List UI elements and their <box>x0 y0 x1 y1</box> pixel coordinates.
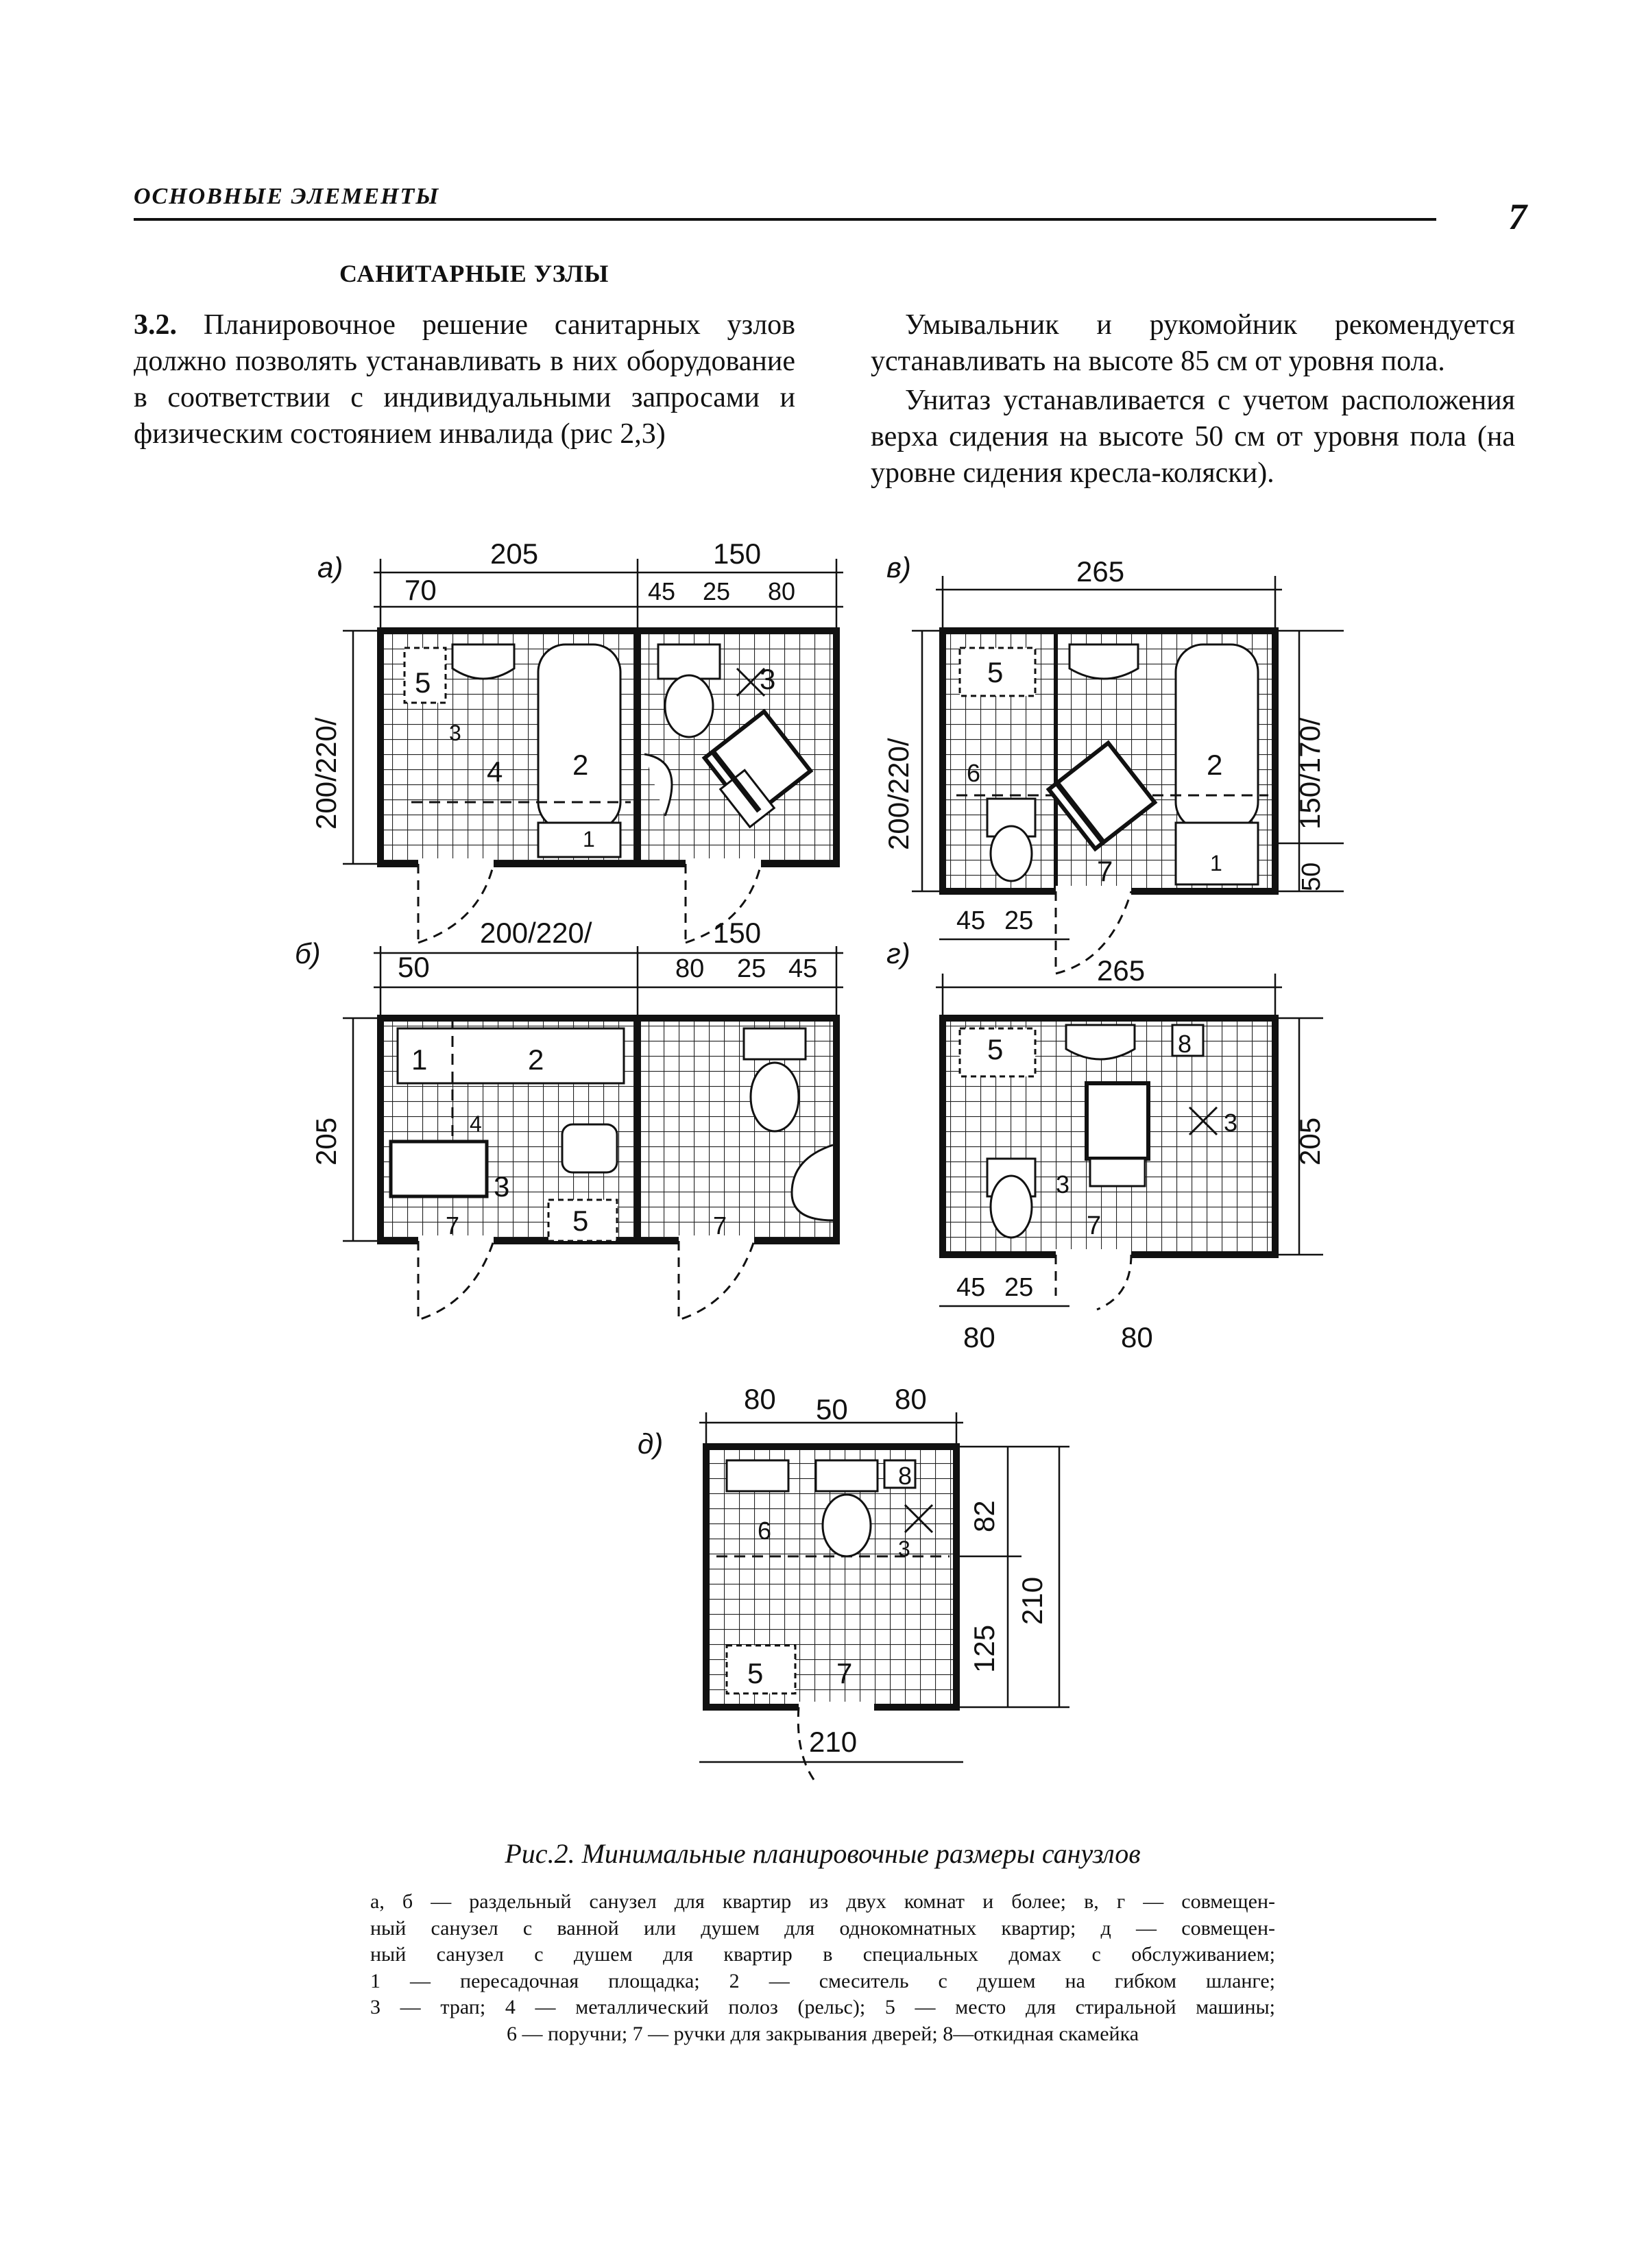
paragraph-3-2: 3.2. Планировочное решение санитарных уз… <box>134 307 795 453</box>
panel-v-dimension-lines <box>912 576 1344 941</box>
svg-text:45: 45 <box>956 906 985 935</box>
svg-text:2: 2 <box>572 749 588 781</box>
svg-text:45: 45 <box>648 577 675 605</box>
svg-text:80: 80 <box>1121 1321 1153 1353</box>
svg-text:80: 80 <box>963 1321 995 1353</box>
svg-text:25: 25 <box>1004 906 1033 935</box>
panel-d-labels: д) 80 50 80 82 210 125 210 8 6 3 5 7 <box>638 1383 1048 1758</box>
svg-text:2: 2 <box>1207 749 1222 781</box>
header-rule <box>134 218 1436 221</box>
svg-text:д): д) <box>638 1427 663 1460</box>
svg-text:80: 80 <box>895 1383 927 1415</box>
svg-text:3: 3 <box>449 721 461 745</box>
svg-text:5: 5 <box>987 656 1003 688</box>
svg-text:45: 45 <box>788 954 817 983</box>
panel-g-labels: г) 265 205 45 25 80 80 5 8 3 3 7 <box>886 937 1326 1353</box>
svg-text:1: 1 <box>1210 851 1222 876</box>
svg-text:5: 5 <box>572 1205 588 1237</box>
svg-text:8: 8 <box>898 1462 912 1490</box>
svg-text:150: 150 <box>713 538 761 570</box>
svg-text:50: 50 <box>398 951 430 983</box>
svg-text:82: 82 <box>968 1500 1000 1532</box>
svg-text:50: 50 <box>1297 862 1326 891</box>
svg-text:25: 25 <box>737 954 766 983</box>
svg-text:45: 45 <box>956 1273 985 1302</box>
svg-text:3: 3 <box>1224 1109 1237 1137</box>
svg-text:210: 210 <box>1016 1577 1048 1625</box>
svg-text:8: 8 <box>1178 1030 1192 1058</box>
svg-text:265: 265 <box>1076 555 1124 588</box>
svg-text:6: 6 <box>758 1517 771 1545</box>
svg-text:70: 70 <box>404 574 437 606</box>
legend-line: ный санузел с ванной или душем для однок… <box>370 1916 1275 1940</box>
panel-d-plan <box>703 1443 960 1783</box>
svg-text:7: 7 <box>1087 1211 1101 1240</box>
figure-caption: Рис.2. Минимальные планировочные размеры… <box>505 1838 1141 1869</box>
svg-text:3: 3 <box>760 663 775 695</box>
svg-text:7: 7 <box>836 1657 852 1689</box>
svg-text:50: 50 <box>816 1393 848 1425</box>
panel-g-plan <box>939 1015 1279 1311</box>
panel-b-plan <box>377 1015 840 1322</box>
svg-text:265: 265 <box>1097 954 1145 987</box>
panel-b-dimension-lines <box>343 946 843 1242</box>
svg-text:205: 205 <box>310 1118 342 1166</box>
svg-text:200/220/: 200/220/ <box>480 917 592 949</box>
svg-text:25: 25 <box>1004 1273 1033 1302</box>
panel-a-dimension-lines <box>343 559 843 865</box>
svg-text:1: 1 <box>411 1043 427 1076</box>
running-title: ОСНОВНЫЕ ЭЛЕМЕНТЫ <box>134 184 440 209</box>
legend-line: 1 — пересадочная площадка; 2 — смеситель… <box>370 1969 1275 1992</box>
svg-text:80: 80 <box>768 577 795 605</box>
paragraph-text: Планировочное решение санитарных узлов д… <box>134 309 795 450</box>
svg-text:3: 3 <box>1056 1170 1069 1198</box>
svg-text:7: 7 <box>713 1211 727 1240</box>
legend-line: а, б — раздельный санузел для квартир из… <box>370 1890 1275 1913</box>
panel-b-labels: б) 200/220/ 150 50 80 25 45 205 1 2 4 3 … <box>295 917 817 1240</box>
svg-text:7: 7 <box>446 1211 459 1240</box>
page-number: 7 <box>1508 196 1527 237</box>
svg-text:150: 150 <box>713 917 761 949</box>
svg-text:5: 5 <box>415 666 431 699</box>
svg-text:205: 205 <box>490 538 538 570</box>
panel-a-labels: а) 205 150 70 45 25 80 200/220/ 5 3 4 2 … <box>310 538 795 852</box>
legend-line: 3 — трап; 4 — металлический полоз (рельс… <box>370 1996 1275 2018</box>
svg-text:3: 3 <box>494 1170 509 1203</box>
svg-text:4: 4 <box>487 756 503 788</box>
panel-v-plan <box>939 627 1279 975</box>
svg-text:125: 125 <box>968 1625 1000 1673</box>
washbasin-paragraph: Умывальник и рукомойник рекомендуется ус… <box>871 309 1515 377</box>
panel-a-plan <box>377 627 840 944</box>
svg-text:200/220/: 200/220/ <box>310 717 342 830</box>
svg-text:80: 80 <box>744 1383 776 1415</box>
paragraph-number: 3.2. <box>134 309 177 341</box>
svg-text:80: 80 <box>675 954 704 983</box>
legend-line: 6 — поручни; 7 — ручки для закрывания дв… <box>506 2022 1139 2045</box>
right-column: Умывальник и рукомойник рекомендуется ус… <box>871 307 1515 492</box>
svg-text:2: 2 <box>528 1043 544 1076</box>
svg-text:а): а) <box>317 551 343 583</box>
section-title: САНИТАРНЫЕ УЗЛЫ <box>339 260 609 287</box>
toilet-paragraph: Унитаз устанавливается с учетом располож… <box>871 385 1515 489</box>
svg-text:5: 5 <box>747 1657 763 1689</box>
svg-text:г): г) <box>886 937 910 969</box>
svg-text:210: 210 <box>809 1726 857 1758</box>
svg-text:1: 1 <box>583 827 595 852</box>
figure-legend: а, б — раздельный санузел для квартир из… <box>370 1889 1275 2047</box>
panel-g-dimension-lines <box>936 974 1323 1307</box>
svg-text:4: 4 <box>470 1111 482 1136</box>
svg-text:25: 25 <box>703 577 730 605</box>
svg-text:200/220/: 200/220/ <box>882 738 915 850</box>
left-column: 3.2. Планировочное решение санитарных уз… <box>134 307 795 453</box>
svg-text:3: 3 <box>898 1536 910 1561</box>
svg-text:в): в) <box>886 551 911 583</box>
svg-text:б): б) <box>295 937 321 969</box>
svg-text:6: 6 <box>967 759 980 787</box>
panel-d-dimension-lines <box>699 1412 1069 1763</box>
legend-line: ный санузел с душем для квартир в специа… <box>370 1943 1275 1966</box>
svg-text:5: 5 <box>987 1033 1003 1065</box>
svg-text:7: 7 <box>1097 855 1113 887</box>
